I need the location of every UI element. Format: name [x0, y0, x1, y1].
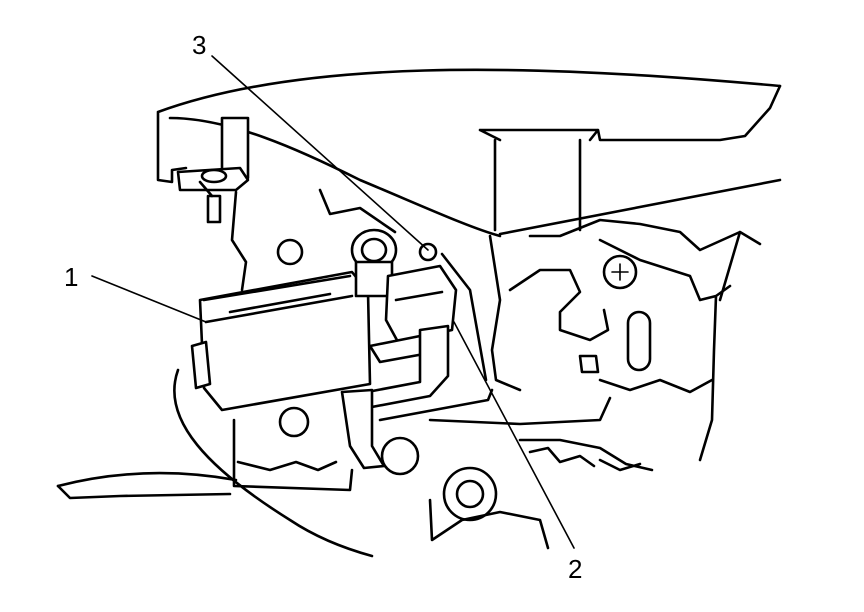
leader-lines [91, 55, 575, 549]
actuator-linkage [340, 242, 494, 470]
leader-line-3 [211, 55, 429, 251]
mounting-bracket [176, 116, 250, 224]
panel-hole [276, 238, 304, 266]
upper-housing [156, 68, 782, 302]
callout-1: 1 [64, 262, 78, 292]
panel-hole [278, 406, 310, 438]
right-structure [488, 234, 732, 472]
panel-hole [442, 466, 498, 522]
screw [602, 254, 638, 290]
slot [626, 310, 652, 372]
callout-3: 3 [192, 30, 206, 60]
pivot-pin [418, 242, 438, 262]
leader-line-1 [91, 275, 207, 323]
panel-hole [380, 436, 420, 476]
actuator-motor [56, 270, 374, 558]
callout-2: 2 [568, 554, 582, 584]
leader-line-2 [453, 321, 575, 549]
